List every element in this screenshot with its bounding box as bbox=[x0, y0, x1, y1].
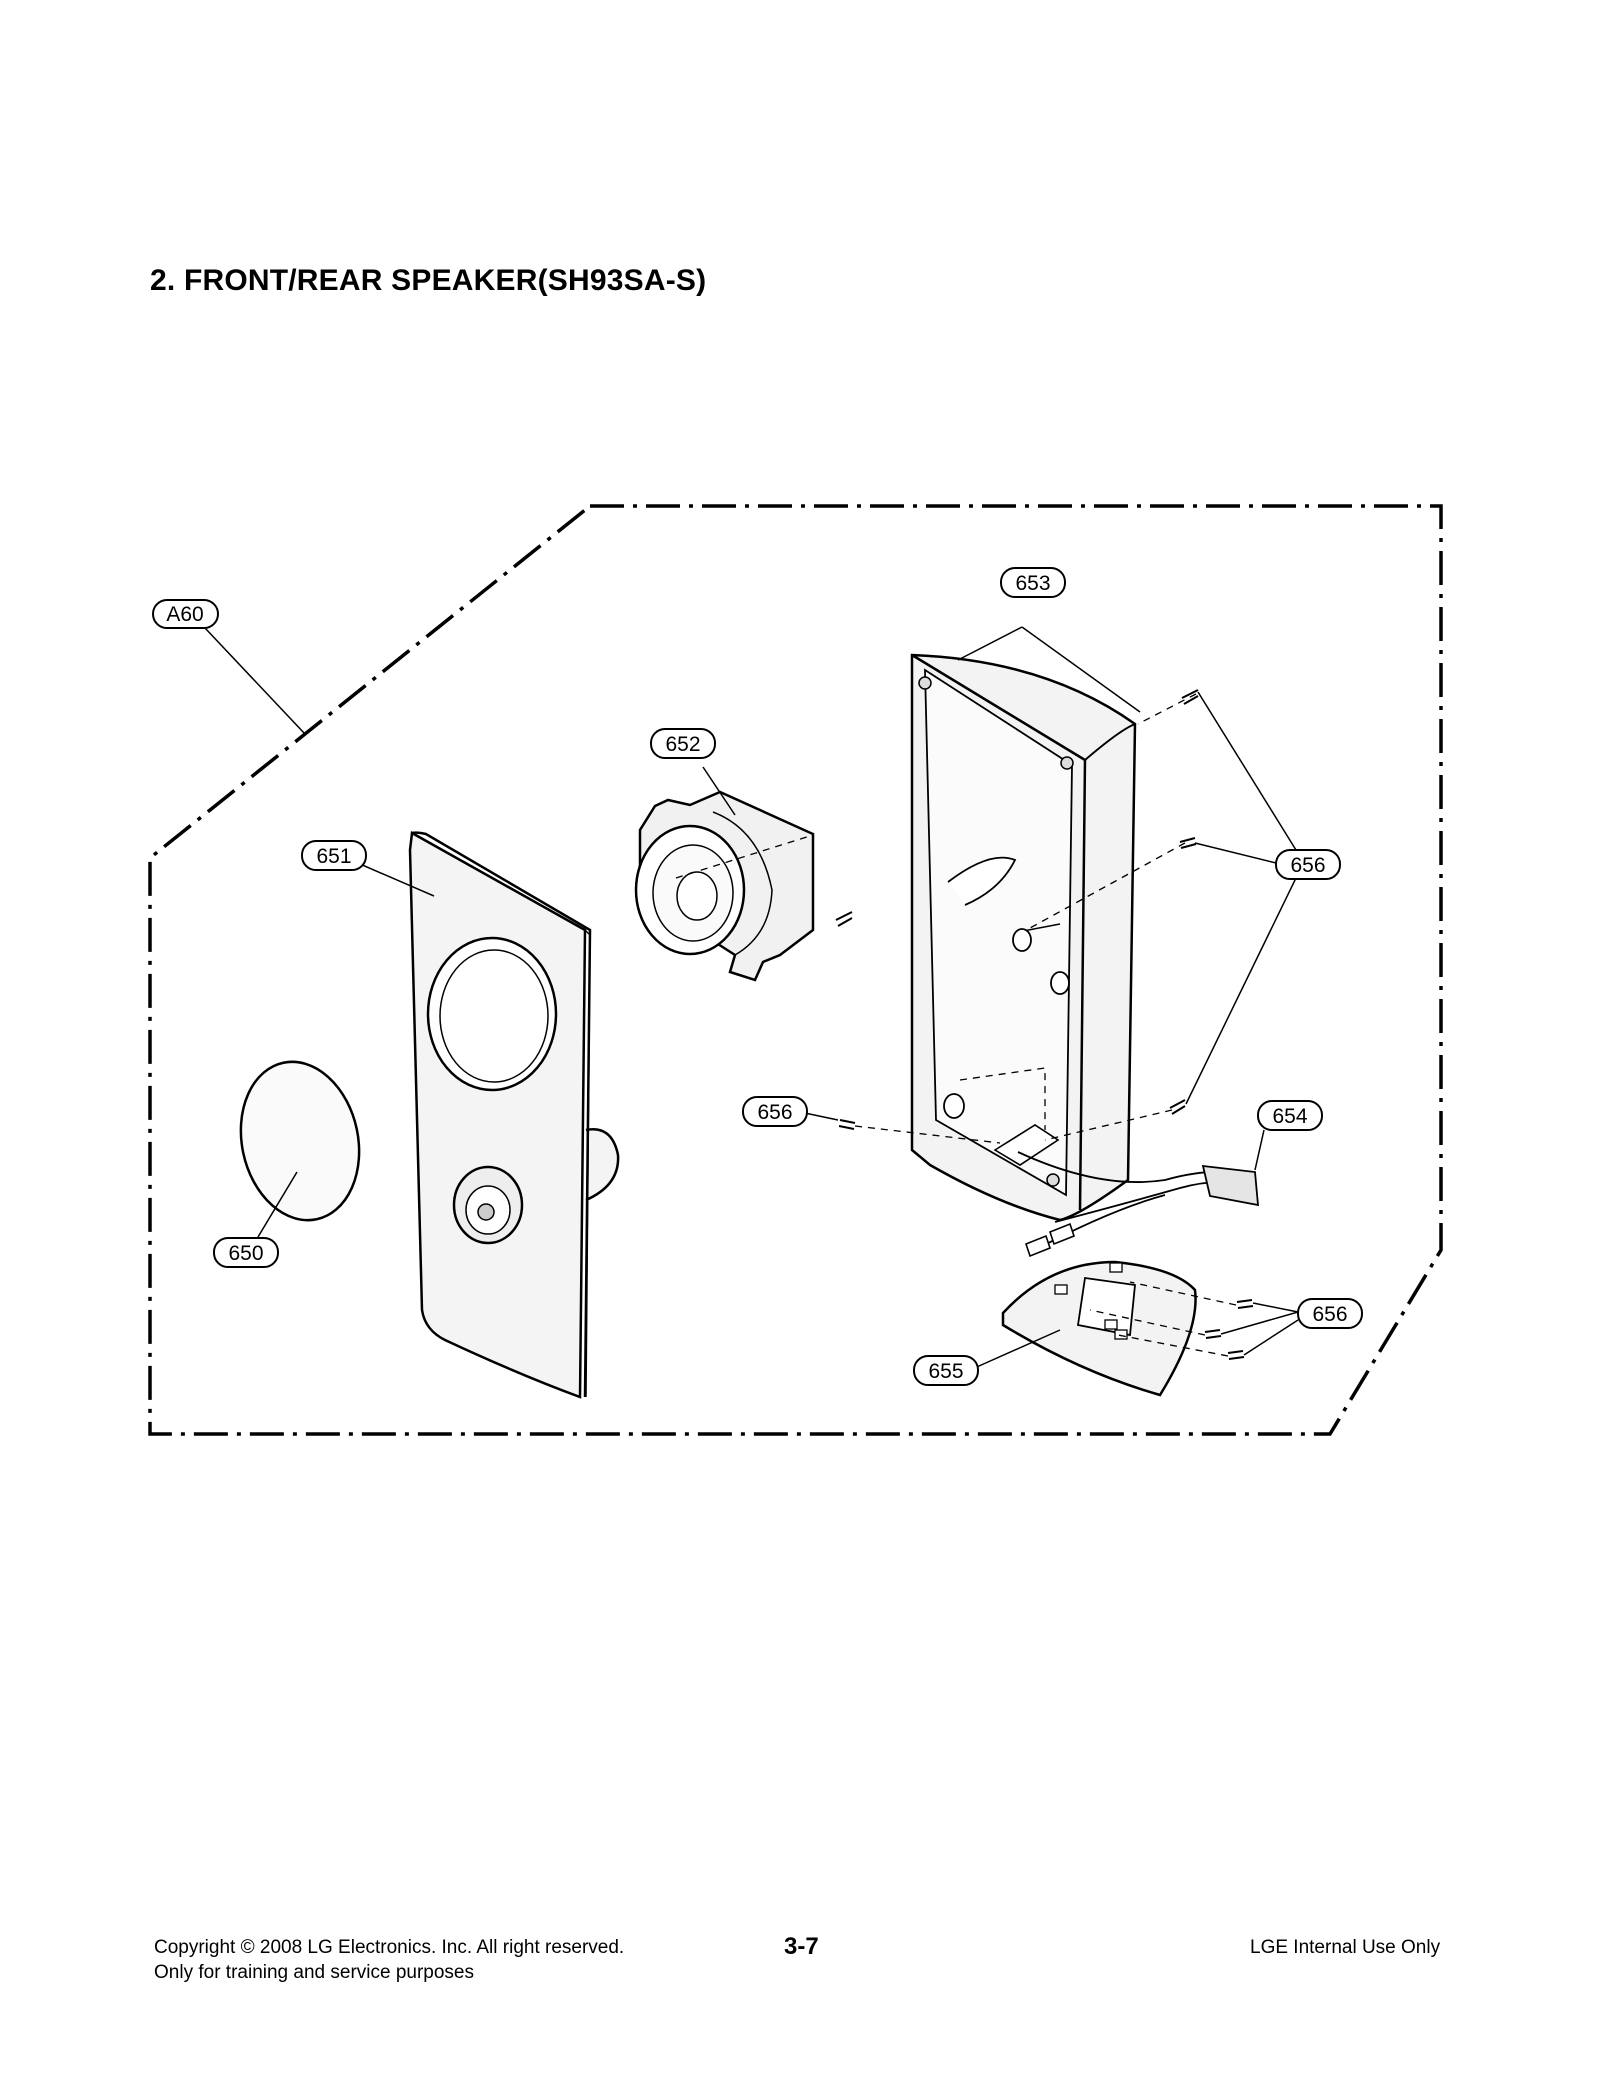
callout-656-left: 656 bbox=[742, 1096, 808, 1127]
callout-a60-label: A60 bbox=[166, 603, 203, 626]
callout-652-label: 652 bbox=[665, 733, 700, 756]
part-656-screws bbox=[799, 689, 1299, 1360]
callout-656-top: 656 bbox=[1275, 849, 1341, 880]
part-651-front-baffle bbox=[359, 830, 620, 1399]
callout-655-label: 655 bbox=[928, 1360, 963, 1383]
callout-650-label: 650 bbox=[228, 1242, 263, 1265]
callout-654: 654 bbox=[1257, 1100, 1323, 1131]
part-650-grille bbox=[239, 1060, 361, 1238]
part-653-cabinet bbox=[910, 626, 1141, 1222]
callout-656-bottom-label: 656 bbox=[1312, 1303, 1347, 1326]
callout-651: 651 bbox=[301, 840, 367, 871]
callout-656-top-label: 656 bbox=[1290, 854, 1325, 877]
part-655-bottom-plate bbox=[969, 1260, 1197, 1397]
callout-656-left-label: 656 bbox=[757, 1101, 792, 1124]
callout-655: 655 bbox=[913, 1355, 979, 1386]
part-654-harness bbox=[1017, 1129, 1265, 1258]
footer-purpose: Only for training and service purposes bbox=[154, 1962, 474, 1983]
page-title: 2. FRONT/REAR SPEAKER(SH93SA-S) bbox=[150, 264, 707, 297]
footer-copyright-block: Copyright © 2008 LG Electronics. Inc. Al… bbox=[154, 1935, 624, 1985]
footer-copyright: Copyright © 2008 LG Electronics. Inc. Al… bbox=[154, 1937, 625, 1958]
callout-656-bottom: 656 bbox=[1297, 1298, 1363, 1329]
callout-653: 653 bbox=[1000, 567, 1066, 598]
page-number: 3-7 bbox=[784, 1933, 819, 1960]
assembly-boundary bbox=[148, 504, 1443, 1436]
callout-654-label: 654 bbox=[1272, 1105, 1307, 1128]
callout-652: 652 bbox=[650, 728, 716, 759]
callout-653-label: 653 bbox=[1015, 572, 1050, 595]
callout-650: 650 bbox=[213, 1237, 279, 1268]
callout-a60: A60 bbox=[152, 599, 306, 735]
footer-classification: LGE Internal Use Only bbox=[1250, 1937, 1441, 1958]
part-652-woofer bbox=[634, 766, 853, 982]
callout-651-label: 651 bbox=[316, 845, 351, 868]
